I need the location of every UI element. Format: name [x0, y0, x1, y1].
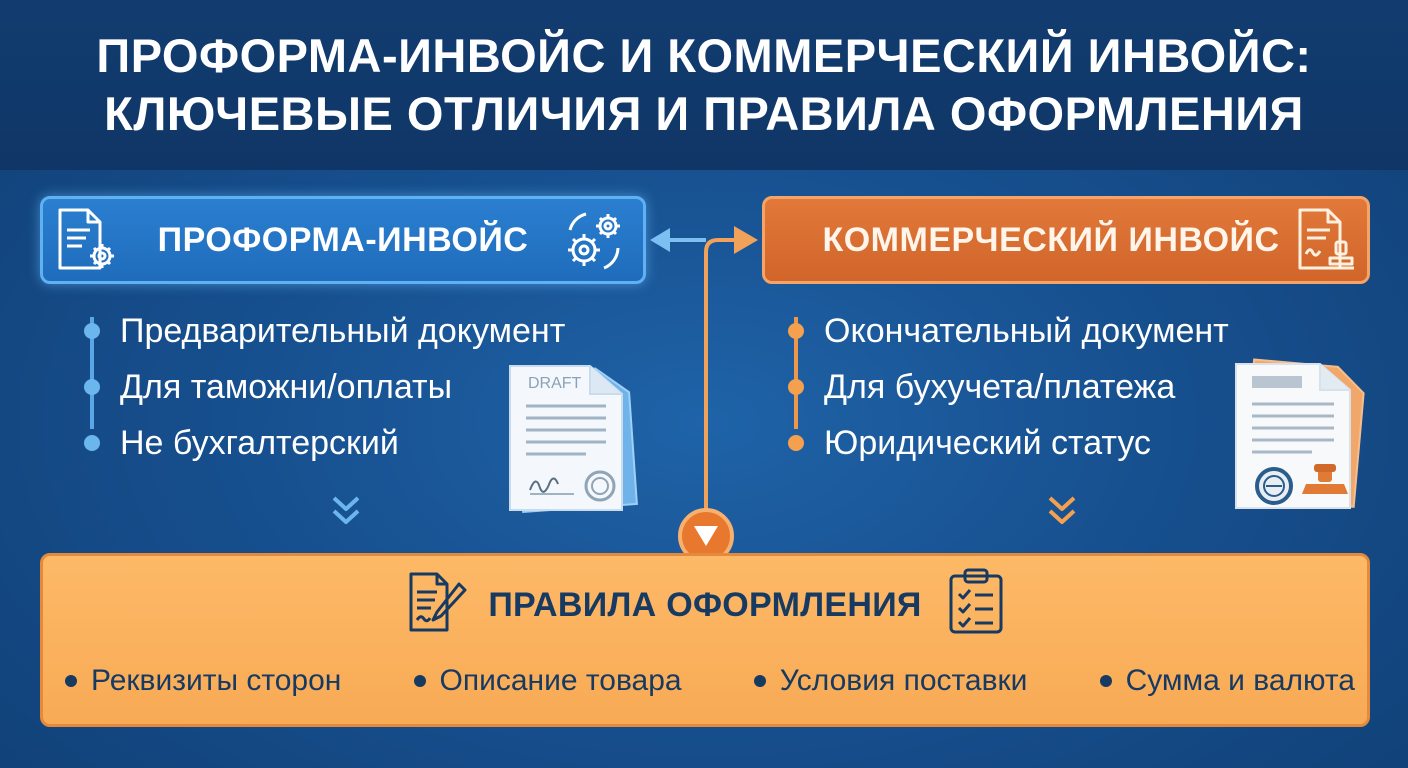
list-item: Для таможни/оплаты — [82, 359, 642, 415]
connector-lines — [704, 238, 738, 510]
arrow-left-icon — [650, 228, 706, 252]
proforma-item-3: Не бухгалтерский — [120, 423, 399, 462]
rules-item-3: Условия поставки — [779, 664, 1028, 697]
arrow-right-icon — [734, 226, 758, 254]
document-stamp-icon — [1298, 208, 1354, 270]
double-chevron-down-icon — [332, 496, 360, 524]
proforma-item-2: Для таможни/оплаты — [120, 367, 453, 406]
down-arrow-circle-icon — [678, 508, 734, 564]
commercial-item-1: Окончательный документ — [824, 311, 1229, 350]
rules-item-4: Сумма и валюта — [1125, 664, 1355, 697]
draft-watermark: DRAFT — [528, 375, 582, 392]
proforma-label: ПРОФОРМА-ИНВОЙС — [157, 220, 529, 259]
list-item: Для бухучета/платежа — [786, 359, 1286, 415]
clipboard-checklist-icon — [949, 568, 1003, 634]
rules-item-2: Описание товара — [439, 664, 682, 697]
list-item: Условия поставки — [753, 664, 1028, 698]
list-item: Не бухгалтерский — [82, 415, 642, 471]
proforma-list: Предварительный документ Для таможни/опл… — [82, 303, 642, 471]
list-item: Юридический статус — [786, 415, 1286, 471]
draft-document-icon: DRAFT — [509, 365, 638, 513]
document-pen-icon — [409, 572, 467, 632]
proforma-item-1: Предварительный документ — [120, 311, 566, 350]
commercial-label: КОММЕРЧЕСКИЙ ИНВОЙС — [822, 220, 1280, 259]
gears-cycle-icon — [568, 212, 620, 270]
rules-box: ПРАВИЛА ОФОРМЛЕНИЯ Реквизиты сторон — [40, 553, 1370, 727]
rules-items: Реквизиты сторон Описание товара Условия… — [65, 656, 1355, 706]
double-chevron-down-icon — [1048, 496, 1076, 524]
commercial-title-box: КОММЕРЧЕСКИЙ ИНВОЙС — [762, 196, 1370, 284]
commercial-item-3: Юридический статус — [824, 423, 1151, 462]
document-gear-icon — [58, 208, 114, 270]
rules-item-1: Реквизиты сторон — [91, 664, 342, 697]
list-item: Сумма и валюта — [1099, 664, 1355, 698]
header-banner: ПРОФОРМА-ИНВОЙС И КОММЕРЧЕСКИЙ ИНВОЙС: К… — [0, 0, 1408, 170]
stamped-document-icon — [1235, 358, 1365, 509]
list-item: Реквизиты сторон — [65, 664, 341, 698]
proforma-title-box: ПРОФОРМА-ИНВОЙС — [40, 196, 646, 284]
title-line-1: ПРОФОРМА-ИНВОЙС И КОММЕРЧЕСКИЙ ИНВОЙС: — [96, 29, 1312, 82]
list-item: Предварительный документ — [82, 303, 642, 359]
rules-title: ПРАВИЛА ОФОРМЛЕНИЯ — [488, 586, 922, 624]
commercial-item-2: Для бухучета/платежа — [824, 367, 1176, 406]
commercial-list: Окончательный документ Для бухучета/плат… — [786, 303, 1286, 471]
list-item: Описание товара — [413, 664, 682, 698]
list-item: Окончательный документ — [786, 303, 1286, 359]
title-line-2: КЛЮЧЕВЫЕ ОТЛИЧИЯ И ПРАВИЛА ОФОРМЛЕНИЯ — [104, 87, 1304, 140]
